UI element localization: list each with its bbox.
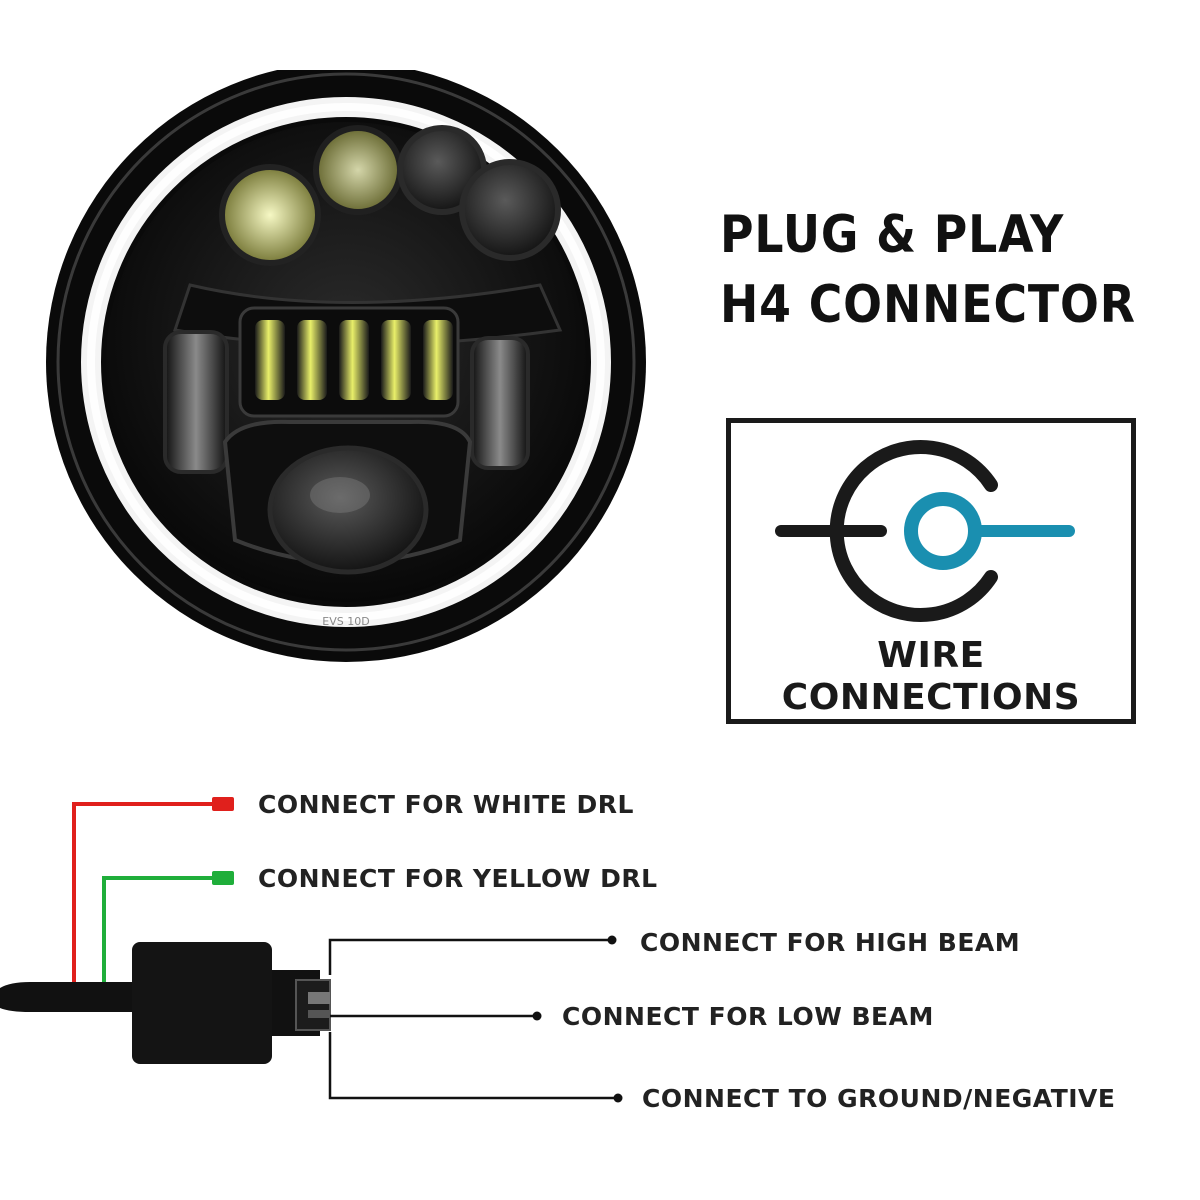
logo-text-connections: CONNECTIONS (781, 677, 1081, 718)
heading-plug-and-play: PLUG & PLAY (720, 205, 1065, 265)
heading-h4-connector: H4 CONNECTOR (720, 275, 1136, 335)
ground-dot (613, 1093, 623, 1103)
logo-text-wire: WIRE (877, 635, 985, 676)
rim-marking: EVS 10D (322, 615, 369, 628)
label-ground: CONNECT TO GROUND/NEGATIVE (642, 1084, 1116, 1113)
top-lenses (219, 125, 561, 266)
left-reflector (163, 330, 229, 474)
wiring-diagram (0, 797, 623, 1103)
label-white-drl: CONNECT FOR WHITE DRL (258, 790, 634, 819)
main-lens (267, 445, 429, 575)
wire-connections-logo: WIRE CONNECTIONS (726, 418, 1136, 724)
h4-connector (132, 942, 272, 1064)
main-cable (0, 982, 140, 1012)
high-beam-dot (607, 935, 617, 945)
right-reflector (470, 336, 530, 470)
label-high-beam: CONNECT FOR HIGH BEAM (640, 928, 1021, 957)
wire-connection-icon (775, 440, 1075, 622)
white-drl-wire-tip (212, 797, 234, 811)
yellow-drl-wire-tip (212, 871, 234, 885)
yellow-drl-wire (102, 876, 218, 982)
high-beam-line (328, 938, 612, 975)
ground-line (328, 1032, 618, 1100)
white-drl-wire (72, 802, 218, 982)
low-beam-dot (532, 1011, 542, 1021)
led-strips (255, 320, 453, 400)
headlight-image: EVS 10D (46, 70, 646, 662)
label-yellow-drl: CONNECT FOR YELLOW DRL (258, 864, 658, 893)
label-low-beam: CONNECT FOR LOW BEAM (562, 1002, 934, 1031)
